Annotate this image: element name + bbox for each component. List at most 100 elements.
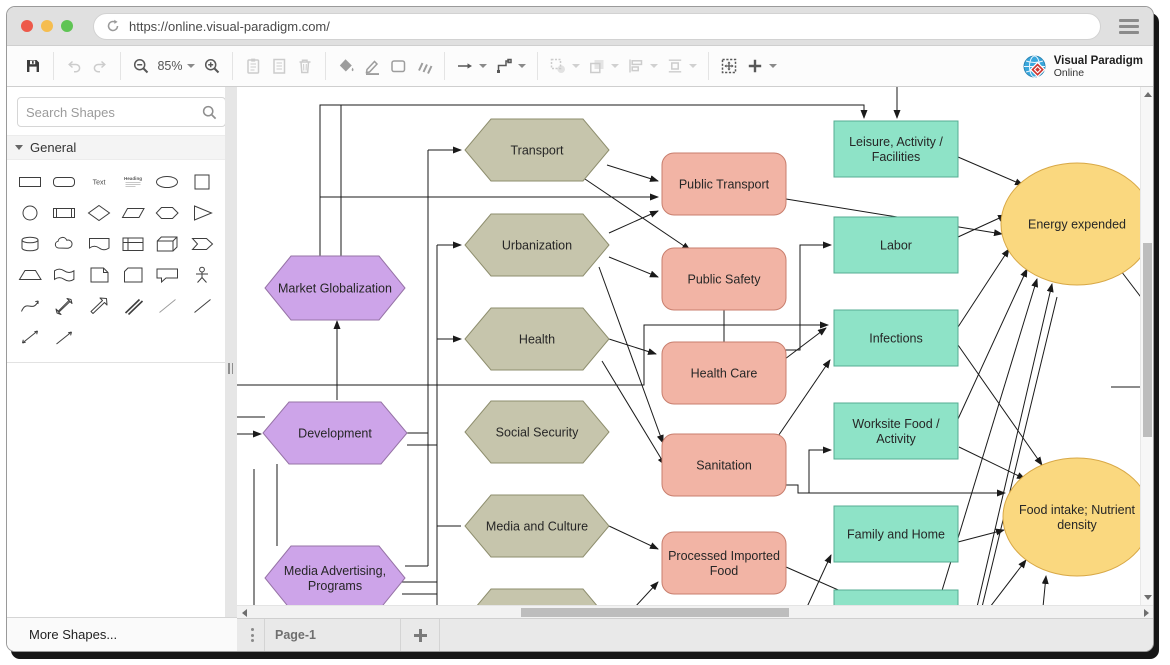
palette-shape-card[interactable] [116,259,150,290]
palette-shape-dashed-line[interactable] [150,290,184,321]
connector-line[interactable] [807,554,832,605]
fill-color-button[interactable] [333,53,359,79]
connector-line[interactable] [976,283,1054,605]
page-tab[interactable]: Page-1 [275,628,316,642]
connector-line[interactable] [723,241,832,351]
node-infections[interactable]: Infections [833,309,959,367]
palette-shape-callout[interactable] [150,259,184,290]
palette-shape-cube[interactable] [150,228,184,259]
sidebar-divider[interactable] [225,87,237,617]
palette-shape-curve[interactable] [13,290,47,321]
palette-shape-triangle[interactable] [185,197,219,228]
browser-menu-icon[interactable] [1119,18,1139,34]
vertical-scroll-thumb[interactable] [1143,243,1152,437]
search-shapes-input[interactable] [26,104,202,120]
node-market-globalization[interactable]: Market Globalization [264,255,406,321]
palette-shape-ellipse[interactable] [150,166,184,197]
node-social-security[interactable]: Social Security [464,400,610,464]
connector-line[interactable] [608,210,659,234]
node-sanitation[interactable]: Sanitation [661,433,787,497]
palette-shape-bidirectional-connector[interactable] [13,321,47,352]
dropdown-caret-icon[interactable] [518,64,526,68]
palette-shape-step[interactable] [185,228,219,259]
palette-shape-internal-storage[interactable] [116,228,150,259]
connector-line[interactable] [237,321,829,386]
palette-shape-heading[interactable]: Heading [116,166,150,197]
node-energy-expended[interactable]: Energy expended [1000,162,1153,286]
connector-line[interactable] [601,360,666,466]
connector-line[interactable] [608,256,659,278]
node-health-care[interactable]: Health Care [661,341,787,405]
close-window-button[interactable] [21,20,33,32]
general-section-header[interactable]: General [7,135,225,160]
connector-line[interactable] [957,156,1024,186]
palette-shape-note[interactable] [82,259,116,290]
connector-style-button[interactable] [491,53,517,79]
connector-line[interactable] [957,214,1007,238]
node-family-and-home[interactable]: Family and Home [833,505,959,563]
scroll-up-icon[interactable] [1144,92,1152,97]
palette-shape-rectangle[interactable] [13,166,47,197]
dropdown-caret-icon[interactable] [479,64,487,68]
palette-shape-actor[interactable] [185,259,219,290]
node-worksite-food-activity[interactable]: Worksite Food /Activity [833,402,959,460]
connector-line[interactable] [606,164,659,182]
palette-shape-tape[interactable] [47,259,81,290]
dropdown-caret-icon[interactable] [187,64,195,68]
palette-shape-link[interactable] [116,290,150,321]
connector-line[interactable] [581,176,691,251]
palette-shape-line[interactable] [185,290,219,321]
dropdown-caret-icon[interactable] [769,64,777,68]
connector-line[interactable] [958,446,1026,480]
connector-line[interactable] [957,528,1005,543]
palette-shape-text[interactable]: Text [82,166,116,197]
scroll-left-icon[interactable] [242,609,247,617]
horizontal-scrollbar[interactable] [237,605,1153,618]
connector-line[interactable] [319,104,868,256]
palette-shape-square[interactable] [185,166,219,197]
connector-line[interactable] [598,266,664,444]
connector-line[interactable] [808,446,832,493]
connector-line[interactable] [981,296,1058,605]
palette-shape-cloud[interactable] [47,228,81,259]
node-labor[interactable]: Labor [833,216,959,274]
palette-shape-diamond[interactable] [82,197,116,228]
node-health[interactable]: Health [464,307,610,371]
node-transport[interactable]: Transport [464,118,610,182]
minimize-window-button[interactable] [41,20,53,32]
add-shape-button[interactable] [742,53,768,79]
node-public-transport[interactable]: Public Transport [661,152,787,216]
zoom-out-button[interactable] [128,53,154,79]
maximize-window-button[interactable] [61,20,73,32]
connector-line[interactable] [957,344,1043,466]
shape-style-button[interactable] [385,53,411,79]
line-color-button[interactable] [359,53,385,79]
address-bar[interactable]: https://online.visual-paradigm.com/ [93,12,1101,40]
format-brush-button[interactable] [411,53,437,79]
node-rect-cut[interactable] [833,589,959,605]
connector-line[interactable] [957,248,1010,328]
palette-shape-process[interactable] [47,197,81,228]
palette-shape-rounded-rectangle[interactable] [47,166,81,197]
fit-window-button[interactable] [716,53,742,79]
connector-line[interactable] [786,484,1006,497]
palette-shape-trapezoid[interactable] [13,259,47,290]
node-hexagon-cut[interactable] [465,588,609,605]
node-media-advertising-programs[interactable]: Media Advertising,Programs [264,545,406,605]
node-media-and-culture[interactable]: Media and Culture [464,494,610,558]
palette-shape-bidirectional-arrow[interactable] [47,290,81,321]
connector-line[interactable] [608,338,657,355]
line-arrow-button[interactable] [452,53,478,79]
search-shapes-box[interactable] [17,97,226,127]
palette-shape-circle[interactable] [13,197,47,228]
add-page-button[interactable] [400,619,440,651]
palette-shape-arrow[interactable] [82,290,116,321]
page-options-icon[interactable] [237,619,265,651]
palette-shape-cylinder[interactable] [13,228,47,259]
scroll-down-icon[interactable] [1144,595,1152,600]
save-button[interactable] [20,53,46,79]
reload-icon[interactable] [106,19,120,33]
